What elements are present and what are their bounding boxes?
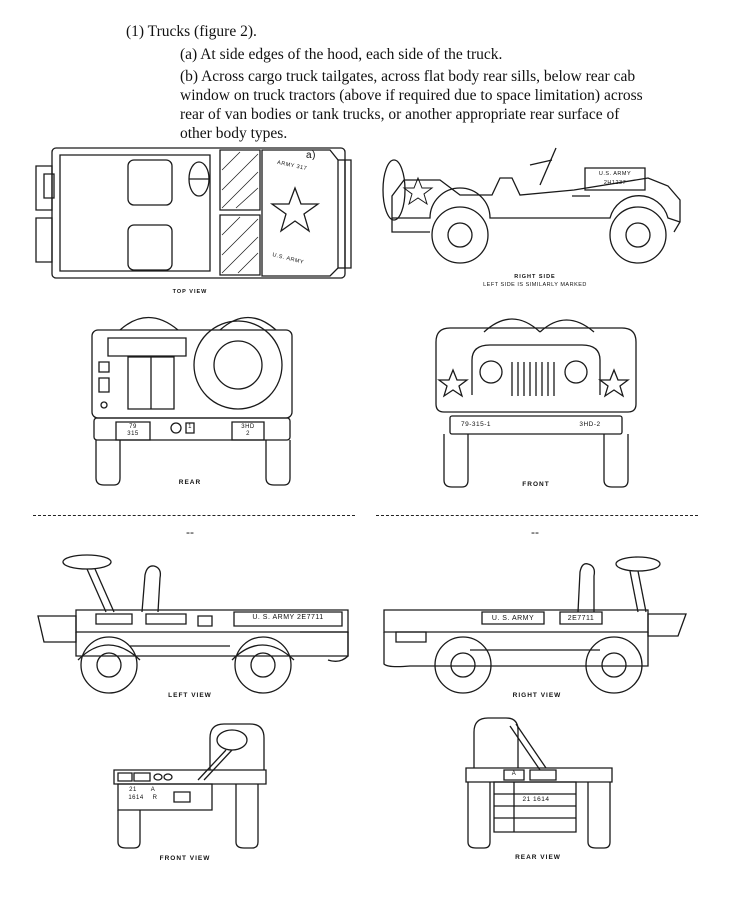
separator-left (33, 515, 355, 516)
right-view-caption: RIGHT VIEW (512, 692, 562, 699)
item-b-line-2: window on truck tractors (above if requi… (180, 87, 643, 104)
mule-front-r: R (152, 795, 158, 801)
mule-right-number-marking: 2E7711 (567, 615, 595, 622)
mule-left-us-army-marking: U. S. ARMY 2E7711 (252, 614, 324, 621)
item-b-line-4: other body types. (180, 125, 288, 142)
mule-right-us-army-marking: U. S. ARMY (491, 615, 535, 622)
rear-plate-left-2: 315 (127, 431, 139, 437)
rear-plate-left-1: 79 (129, 424, 137, 430)
hood-top-a-marking: a) (306, 150, 316, 161)
mule-front-num: 1614 (128, 795, 144, 801)
separator-right (376, 515, 698, 516)
mule-front-21: 21 (129, 787, 137, 793)
front-bumper-right-marking: 3HD-2 (579, 421, 601, 428)
front-view-caption: FRONT VIEW (159, 855, 211, 862)
rear-plate-right-2: 2 (246, 431, 250, 437)
separator-right-marker: -- (531, 525, 539, 539)
right-side-caption: RIGHT SIDE (514, 274, 556, 280)
separator-left-marker: -- (186, 525, 194, 539)
item-a: (a) At side edges of the hood, each side… (180, 46, 503, 63)
rear-caption: REAR (178, 479, 202, 486)
left-view-caption: LEFT VIEW (168, 692, 212, 699)
side-us-army-marking: U.S. ARMY (598, 171, 632, 177)
section-heading: (1) Trucks (figure 2). (126, 23, 257, 40)
rear-view-caption: REAR VIEW (515, 854, 561, 861)
rear-plate-mid: 1 (188, 424, 192, 430)
right-side-note: LEFT SIDE IS SIMILARLY MARKED (483, 282, 587, 288)
item-b-line-1: (b) Across cargo truck tailgates, across… (180, 68, 636, 85)
top-view-caption: TOP VIEW (172, 289, 208, 295)
side-number-marking: 2H1237 (603, 180, 627, 186)
front-caption: FRONT (522, 481, 550, 488)
mule-front-a: A (150, 787, 156, 793)
item-b-line-3: rear of van bodies or tank trucks, or an… (180, 106, 620, 123)
rear-plate-right-1: 3HD (241, 424, 255, 430)
mule-rear-num: 21 1614 (522, 796, 550, 803)
front-bumper-left-marking: 79-315-1 (460, 421, 492, 428)
mule-rear-a: A (511, 771, 517, 777)
